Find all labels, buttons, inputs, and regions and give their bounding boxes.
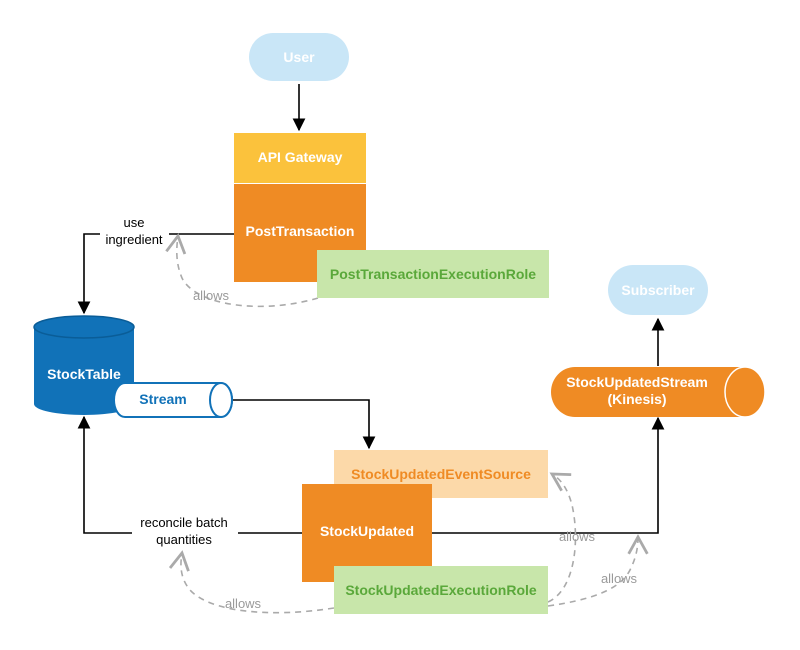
stock-updated-node[interactable]: StockUpdated	[302, 484, 432, 582]
stock-updated-stream-node[interactable]: StockUpdatedStream (Kinesis)	[551, 366, 766, 418]
api-gateway-label: API Gateway	[258, 149, 343, 165]
allows-edge-table	[168, 550, 335, 614]
stream-label: Stream	[139, 391, 186, 407]
allows-edge-eventsource	[547, 472, 577, 603]
reconcile-label-line2: quantities	[156, 532, 212, 547]
use-ingredient-label-line2: ingredient	[105, 232, 162, 247]
user-node[interactable]: User	[249, 33, 349, 81]
post-transaction-role-label: PostTransactionExecutionRole	[330, 266, 536, 282]
edge-reconcile-to-stocktable	[77, 415, 132, 534]
allows-edge-stream	[547, 534, 649, 607]
stream-node[interactable]: Stream	[113, 382, 233, 418]
allows-edges	[165, 233, 649, 614]
api-gateway-node[interactable]: API Gateway	[234, 133, 366, 183]
edge-labels: use ingredient reconcile batch quantitie…	[105, 215, 637, 611]
allows-label-event-source: allows	[559, 529, 596, 544]
use-ingredient-label-line1: use	[124, 215, 145, 230]
subscriber-node[interactable]: Subscriber	[608, 265, 708, 315]
stock-table-label: StockTable	[47, 366, 121, 382]
allows-edge-post	[165, 233, 319, 308]
post-transaction-node[interactable]: PostTransaction	[234, 184, 366, 282]
allows-label-table: allows	[225, 596, 262, 611]
event-source-label: StockUpdatedEventSource	[351, 466, 531, 482]
edge-use-ingredient-to-stocktable	[77, 233, 100, 315]
user-label: User	[283, 49, 315, 65]
allows-label-post: allows	[193, 288, 230, 303]
stock-updated-role-label: StockUpdatedExecutionRole	[345, 582, 537, 598]
post-transaction-label: PostTransaction	[246, 223, 355, 239]
subscriber-label: Subscriber	[621, 282, 695, 298]
edge-stockupdated-to-kinesis	[432, 416, 665, 534]
allows-label-stream: allows	[601, 571, 638, 586]
stock-table-node[interactable]: StockTable	[33, 315, 135, 415]
stock-updated-role-node[interactable]: StockUpdatedExecutionRole	[334, 566, 548, 614]
stock-updated-stream-label: StockUpdatedStream	[566, 374, 708, 390]
edges	[77, 84, 665, 534]
stock-updated-stream-sublabel: (Kinesis)	[607, 391, 666, 407]
stock-updated-label: StockUpdated	[320, 523, 414, 539]
post-transaction-role-node[interactable]: PostTransactionExecutionRole	[317, 250, 549, 298]
edge-stream-to-eventsource	[232, 399, 376, 450]
reconcile-label-line1: reconcile batch	[140, 515, 227, 530]
